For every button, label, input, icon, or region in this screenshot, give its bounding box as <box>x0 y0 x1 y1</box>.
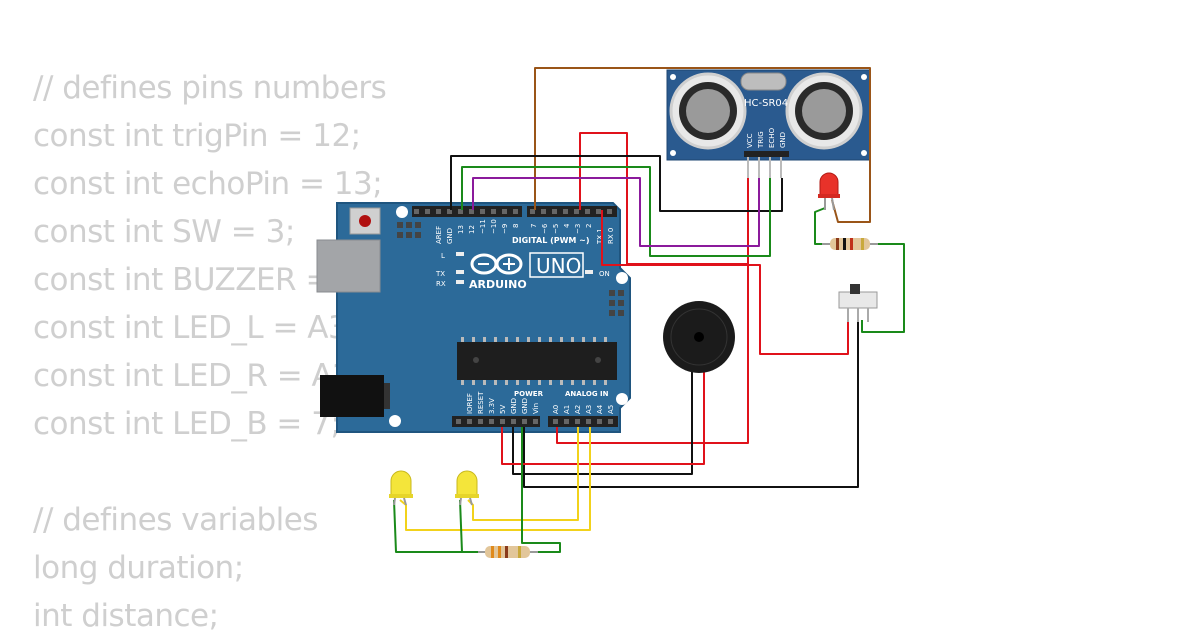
sensor-pin-label: ECHO <box>768 127 776 148</box>
code-line: const int LED_B = 7; <box>33 406 341 442</box>
power-header <box>452 416 540 427</box>
pin-label: A2 <box>574 405 582 414</box>
usb-port <box>316 239 381 293</box>
reset-button[interactable] <box>349 207 381 235</box>
pin-label: 8 <box>512 224 520 228</box>
buzzer[interactable] <box>663 301 735 373</box>
tx-label: TX <box>435 270 445 278</box>
mounting-hole <box>616 393 628 405</box>
pin-label: A5 <box>607 405 615 414</box>
pin-label: IOREF <box>466 393 474 414</box>
code-text: // defines pins numbers const int trigPi… <box>33 64 387 640</box>
wire-green <box>461 166 771 257</box>
code-line: const int echoPin = 13; <box>33 166 383 202</box>
digital-header-left <box>412 206 522 217</box>
pin-label: 3.3V <box>488 398 496 414</box>
sensor-transducer <box>669 72 747 150</box>
arduino-board[interactable]: AREF GND 13 12 ~11 ~10 ~9 8 7 ~6 ~5 4 ~3… <box>316 202 631 433</box>
digital-header-label: DIGITAL (PWM ~) <box>512 236 590 245</box>
pin-label: ~6 <box>541 223 549 234</box>
arduino-logo <box>470 253 523 275</box>
code-line: // defines variables <box>33 502 318 538</box>
mounting-hole <box>389 415 401 427</box>
analog-header <box>548 416 618 427</box>
wire-red <box>556 264 749 444</box>
board-model: UNO <box>536 254 581 278</box>
mounting-hole <box>396 206 408 218</box>
resistor[interactable] <box>822 238 878 250</box>
dc-jack <box>320 375 384 417</box>
red-led[interactable] <box>818 172 840 211</box>
wire-black <box>523 320 859 488</box>
pin-label: A0 <box>552 405 560 414</box>
on-label: ON <box>599 270 610 278</box>
wire-red <box>579 132 749 265</box>
rx-label: RX <box>436 280 446 288</box>
code-line: const int LED_L = A3 <box>33 310 348 346</box>
sensor-transducer <box>785 72 863 150</box>
sensor-pin-label: GND <box>779 132 787 148</box>
crystal <box>740 72 787 91</box>
code-line: const int LED_R = A2 <box>33 358 352 394</box>
uno-badge <box>529 252 584 278</box>
ultrasonic-sensor[interactable]: HC-SR04 VCC TRIG ECHO GND <box>666 69 871 178</box>
yellow-led-right[interactable] <box>455 470 479 506</box>
pin-label: A4 <box>596 404 604 414</box>
wire-yellow <box>399 427 591 531</box>
wire-green <box>814 207 830 245</box>
wire-green <box>459 499 463 553</box>
pin-label: 12 <box>468 225 476 234</box>
pin-label: A3 <box>585 405 593 414</box>
board-brand: ARDUINO <box>469 278 527 291</box>
wire-purple <box>472 177 760 247</box>
pin-label: GND <box>521 398 529 414</box>
pin-label: RX 0 <box>607 228 615 244</box>
pin-label: AREF <box>435 226 443 244</box>
pin-label: ~9 <box>501 224 509 234</box>
pin-label: 5V <box>499 405 507 414</box>
code-line: int distance; <box>33 598 219 634</box>
yellow-led-left[interactable] <box>389 470 413 506</box>
code-line: long duration; <box>33 550 244 586</box>
pin-label: A1 <box>563 405 571 414</box>
sensor-pin-label: VCC <box>746 133 754 148</box>
sensor-name: HC-SR04 <box>744 98 788 109</box>
pin-label: ~3 <box>574 224 582 234</box>
wire-green <box>861 243 905 333</box>
pin-label: 2 <box>585 224 593 228</box>
pin-label: GND <box>510 398 518 414</box>
code-line: // defines pins numbers <box>33 70 387 106</box>
microcontroller-chip <box>457 337 617 385</box>
resistor[interactable] <box>478 546 538 558</box>
wire-black <box>450 155 783 212</box>
mounting-hole <box>616 272 628 284</box>
wire-black <box>512 372 693 475</box>
pin-label: 13 <box>457 225 465 234</box>
pin-label: RESET <box>477 391 485 414</box>
sensor-pin-label: TRIG <box>757 131 765 149</box>
code-line: const int BUZZER = <box>33 262 341 298</box>
pin-label: Vin <box>532 403 540 414</box>
wire-green <box>393 499 486 553</box>
pin-label: ~10 <box>490 219 498 234</box>
wire-green <box>521 427 561 553</box>
pin-label: TX 1 <box>596 228 604 245</box>
wire-brown <box>534 67 871 223</box>
led-l-label: L <box>441 252 445 260</box>
pin-label: ~5 <box>552 224 560 234</box>
slide-switch[interactable] <box>838 284 878 322</box>
pin-label: 7 <box>530 224 538 228</box>
analog-header-label: ANALOG IN <box>565 390 609 398</box>
pin-label: 4 <box>563 223 571 228</box>
pin-label: GND <box>446 228 454 244</box>
code-line: const int SW = 3; <box>33 214 295 250</box>
power-header-label: POWER <box>514 390 544 398</box>
wire-red <box>501 372 705 465</box>
wire-red <box>601 210 849 355</box>
pin-label: ~11 <box>479 219 487 234</box>
code-line: const int trigPin = 12; <box>33 118 361 154</box>
digital-header-right <box>527 206 617 217</box>
